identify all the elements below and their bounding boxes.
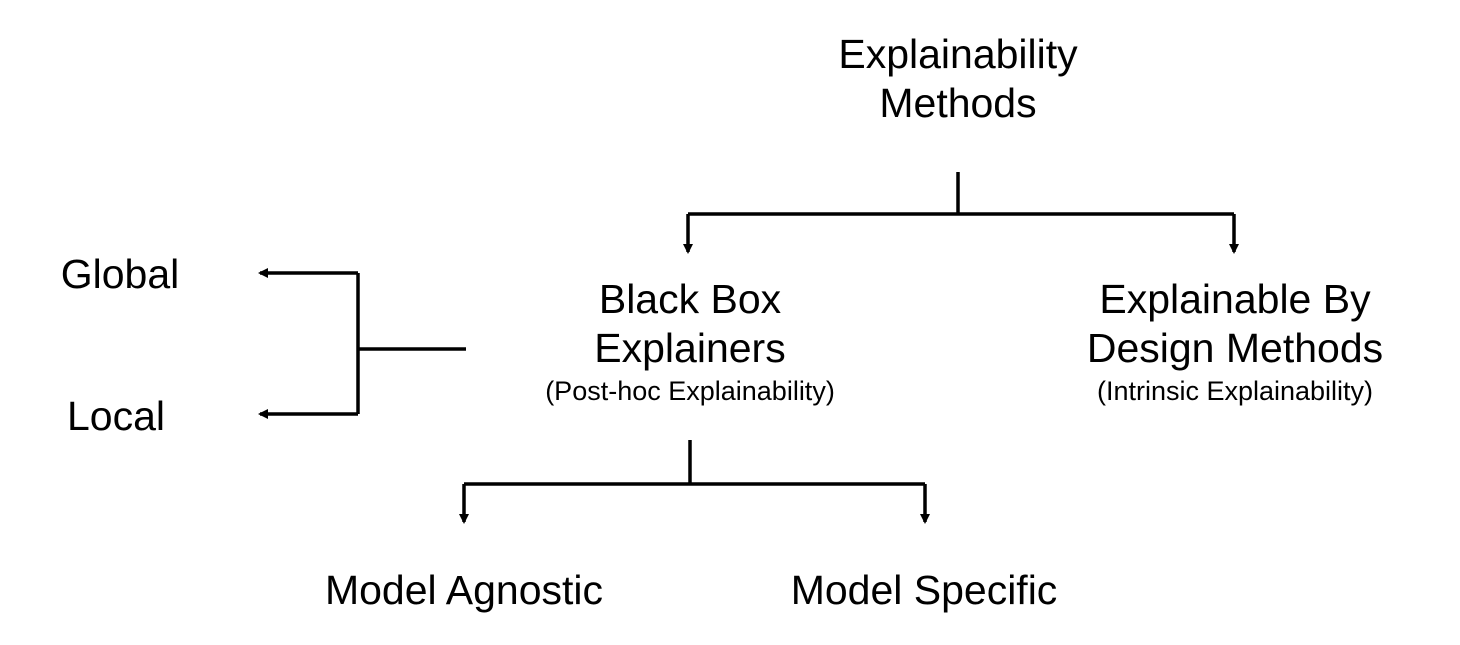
- global-label: Global: [60, 251, 180, 297]
- model-specific-label: Model Specific: [790, 567, 1058, 613]
- black-box-node: Black Box Explainers (Post-hoc Explainab…: [470, 275, 910, 408]
- root-label-line1: Explainability: [838, 31, 1078, 77]
- by-design-node: Explainable By Design Methods (Intrinsic…: [1020, 275, 1450, 408]
- root-label-line2: Methods: [879, 80, 1037, 127]
- local-label: Local: [66, 393, 165, 439]
- by-design-label-line2: Design Methods: [1086, 325, 1384, 372]
- model-agnostic-label: Model Agnostic: [324, 567, 604, 613]
- by-design-sublabel: (Intrinsic Explainability): [1096, 376, 1374, 407]
- black-box-label-line2: Explainers: [594, 325, 786, 372]
- black-box-label-line1: Black Box: [598, 276, 782, 322]
- root-node: Explainability Methods: [808, 30, 1108, 128]
- black-box-sublabel: (Post-hoc Explainability): [545, 376, 835, 407]
- by-design-label-line1: Explainable By: [1099, 276, 1371, 322]
